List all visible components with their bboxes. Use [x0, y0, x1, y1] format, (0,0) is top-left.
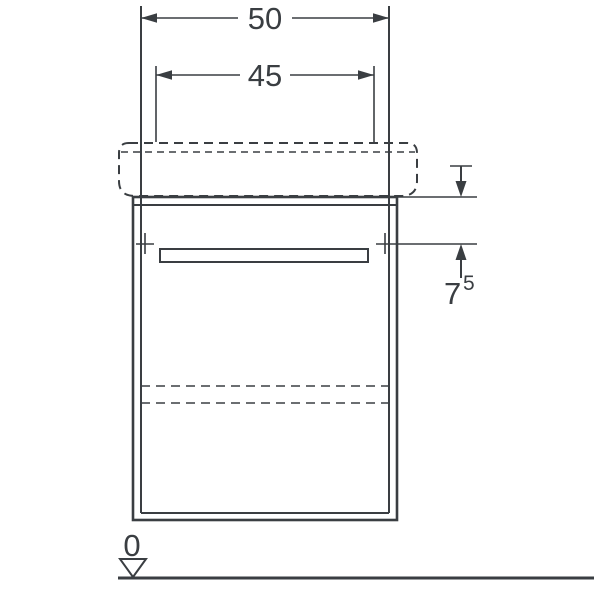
dimension-50: 50: [141, 1, 389, 36]
mounting-marks: [136, 233, 394, 254]
washbasin-body-outline: [118, 142, 418, 197]
arrowhead-down-icon: [455, 181, 467, 197]
arrowhead-left-icon: [141, 13, 157, 23]
dimension-75-superscript: 5: [463, 272, 475, 295]
datum-label: 0: [123, 528, 140, 563]
dimension-45: 45: [156, 58, 374, 93]
cabinet-body: [131, 195, 399, 522]
arrowhead-up-icon: [455, 244, 467, 260]
drawer-handle-slot: [159, 248, 369, 263]
cabinet-outer-outline: [131, 195, 399, 522]
datum-triangle-icon: [118, 558, 148, 579]
arrowhead-right-icon: [358, 70, 374, 80]
arrowhead-left-icon: [156, 70, 172, 80]
datum-marker: 0: [118, 528, 148, 579]
mounting-cross-right-icon: [376, 233, 394, 254]
extension-lines: [140, 6, 390, 234]
dimension-50-label: 50: [248, 1, 282, 36]
dimension-45-label: 45: [248, 58, 282, 93]
mounting-cross-left-icon: [136, 233, 154, 254]
dimension-75: 7 5: [394, 165, 477, 311]
dimension-75-label: 7: [444, 276, 461, 311]
washbasin-outline: [118, 142, 418, 197]
arrowhead-right-icon: [373, 13, 389, 23]
